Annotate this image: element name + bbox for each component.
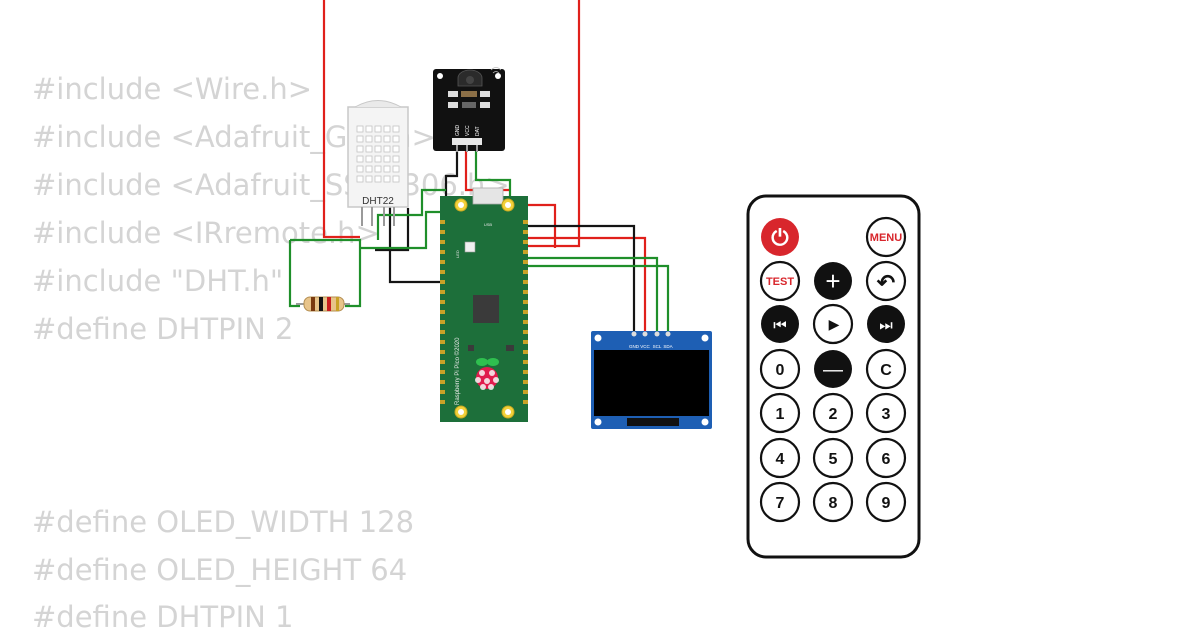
plus-icon: + — [825, 266, 840, 296]
wire-black[interactable] — [444, 140, 459, 200]
code-line: #define DHTPIN 2 — [32, 312, 294, 346]
wire-green[interactable] — [288, 240, 300, 308]
code-line: #include "DHT.h" — [32, 264, 284, 298]
dht22-grill — [356, 125, 400, 183]
oled-pin-label: SDA — [663, 344, 672, 349]
test-button[interactable]: TEST — [759, 260, 801, 302]
digit-button-8[interactable]: 8 — [812, 481, 854, 523]
test-label: TEST — [766, 276, 794, 288]
usb-port — [472, 187, 504, 205]
menu-label: MENU — [870, 232, 902, 244]
wire-green[interactable] — [290, 238, 362, 308]
zero-button[interactable]: 0 — [759, 348, 801, 390]
pico-pins-left — [440, 220, 445, 404]
digit-label: 4 — [776, 451, 785, 468]
next-button[interactable]: ⏭ — [867, 305, 905, 343]
raspberry-logo — [475, 358, 499, 390]
digit-button-7[interactable]: 7 — [759, 481, 801, 523]
digit-label: 8 — [829, 495, 838, 512]
prev-icon: ⏮ — [773, 317, 787, 334]
led-label: LED — [455, 250, 460, 258]
back-button[interactable]: ↶ — [865, 260, 907, 302]
code-line: #include <Adafruit_SSD1306.h> — [32, 168, 510, 202]
rp2040-chip — [473, 295, 499, 323]
ir-remote[interactable]: ⏻ MENU TEST + ↶ ⏮ ▶ ⏭ — [746, 194, 921, 559]
wire-green[interactable] — [474, 140, 512, 200]
ir-pin-label: GND — [455, 125, 461, 137]
digit-label: 3 — [882, 406, 891, 423]
digit-button-6[interactable]: 6 — [865, 437, 907, 479]
minus-icon: — — [823, 359, 843, 381]
wire-red[interactable] — [518, 203, 557, 248]
code-line: #define OLED_HEIGHT 64 — [32, 553, 408, 587]
wire-green[interactable] — [376, 188, 446, 240]
code-line: #include <IRremote.h> — [32, 216, 380, 250]
digit-label: 2 — [829, 406, 838, 423]
digit-button-2[interactable]: 2 — [812, 392, 854, 434]
digit-label: 1 — [776, 406, 785, 423]
wire-green[interactable] — [518, 256, 659, 334]
zero-label: 0 — [776, 362, 785, 379]
wire-green[interactable] — [360, 210, 440, 250]
bootsel-button[interactable] — [464, 241, 476, 253]
ir-pin-label: DAT — [475, 126, 481, 136]
power-button[interactable]: ⏻ — [761, 218, 799, 256]
wires — [288, 0, 670, 334]
digit-label: 9 — [882, 495, 891, 512]
oled-display[interactable]: GND VCC SCL SDA — [591, 331, 712, 429]
code-line: #define DHTPIN 1 — [32, 600, 294, 634]
digit-button-1[interactable]: 1 — [759, 392, 801, 434]
code-line: #include <Wire.h> — [32, 72, 313, 106]
wire-red[interactable] — [518, 236, 647, 334]
ir-pin-label: VCC — [465, 125, 471, 136]
pico-pins-right — [523, 220, 528, 404]
wire-red[interactable] — [518, 0, 581, 248]
oled-pin-label: VCC — [640, 344, 650, 349]
dht22-sensor[interactable]: DHT22 — [347, 100, 409, 227]
digit-button-5[interactable]: 5 — [812, 437, 854, 479]
dht22-label: DHT22 — [362, 196, 394, 207]
resistor[interactable] — [296, 296, 350, 312]
code-line: #define OLED_WIDTH 128 — [32, 505, 415, 539]
digit-label: 6 — [882, 451, 891, 468]
minus-button[interactable]: — — [814, 350, 852, 388]
menu-button[interactable]: MENU — [865, 216, 907, 258]
next-icon: ⏭ — [879, 317, 893, 334]
digit-button-9[interactable]: 9 — [865, 481, 907, 523]
digit-label: 5 — [829, 451, 838, 468]
wire-red[interactable] — [322, 0, 360, 239]
power-icon: ⏻ — [771, 225, 789, 250]
oled-screen — [594, 350, 709, 416]
oled-pin-label: SCL — [653, 344, 662, 349]
prev-button[interactable]: ⏮ — [761, 305, 799, 343]
clear-button[interactable]: C — [865, 348, 907, 390]
digit-label: 7 — [776, 495, 785, 512]
plus-button[interactable]: + — [814, 262, 852, 300]
usb-label: USB — [484, 222, 493, 227]
wire-black[interactable] — [375, 208, 410, 252]
digit-button-3[interactable]: 3 — [865, 392, 907, 434]
play-button[interactable]: ▶ — [812, 303, 854, 345]
wire-green[interactable] — [518, 264, 670, 334]
clear-label: C — [880, 362, 892, 379]
raspberry-pi-pico[interactable]: USB LED Raspberry Pi Pico ©2020 — [440, 187, 528, 422]
wire-black[interactable] — [518, 224, 636, 334]
ir-receiver-module[interactable]: GND VCC DAT — [433, 67, 505, 153]
digit-button-4[interactable]: 4 — [759, 437, 801, 479]
back-icon: ↶ — [876, 270, 895, 295]
play-icon: ▶ — [829, 316, 840, 332]
oled-pin-label: GND — [629, 344, 640, 349]
pico-vertical-label: Raspberry Pi Pico ©2020 — [454, 337, 461, 405]
wire-black[interactable] — [388, 185, 440, 284]
